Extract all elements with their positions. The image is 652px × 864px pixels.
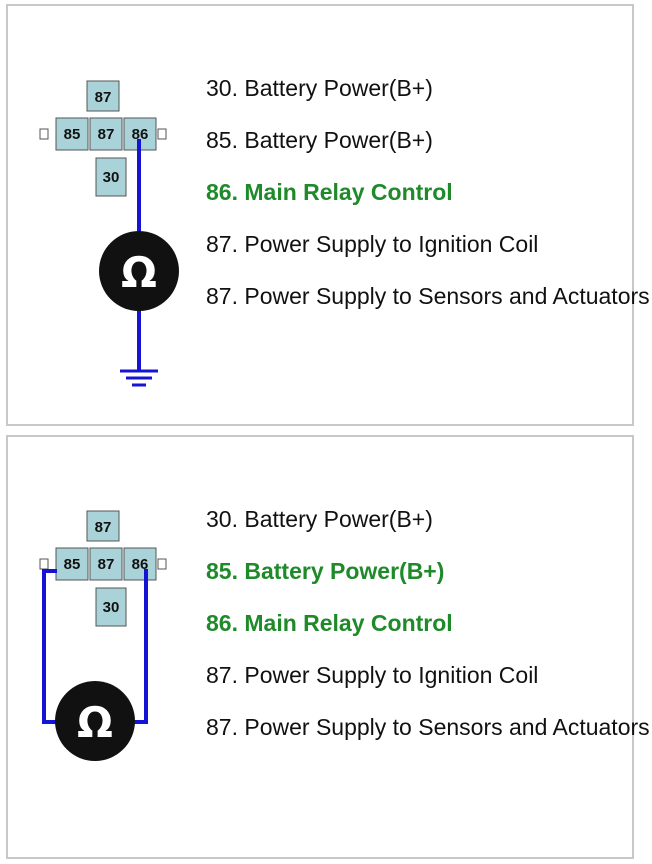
label-85: 85	[64, 556, 81, 573]
pin-item: 30. Battery Power(B+)	[206, 75, 433, 101]
label-86: 86	[132, 126, 149, 143]
pin-item: 85. Battery Power(B+)	[206, 127, 433, 153]
wire-right	[134, 569, 148, 724]
label-87-top: 87	[95, 89, 112, 106]
tab-left	[39, 558, 49, 570]
tab-right	[157, 128, 167, 140]
ohm-symbol: Ω	[121, 248, 157, 297]
terminal-87-mid	[89, 117, 123, 151]
relay-connector: 87 85 87 86 30	[39, 80, 167, 197]
pin-item-highlighted: 86. Main Relay Control	[206, 179, 453, 205]
terminal-85	[55, 547, 89, 581]
label-86: 86	[132, 556, 149, 573]
label-30: 30	[103, 599, 120, 616]
pin-item: 30. Battery Power(B+)	[206, 506, 433, 532]
ohmmeter-icon: Ω	[99, 231, 179, 311]
label-87-mid: 87	[98, 126, 115, 143]
pin-item-highlighted: 86. Main Relay Control	[206, 610, 453, 636]
relay-diagram: 87 85 87 86 30 Ω	[39, 80, 179, 387]
panel-coil-test: 87 85 87 86 30 Ω 30. Battery Power(B+) 8…	[6, 435, 650, 859]
tab-left	[39, 128, 49, 140]
terminal-87-mid	[89, 547, 123, 581]
pin-item: 87. Power Supply to Ignition Coil	[206, 662, 539, 688]
pin-item: 87. Power Supply to Ignition Coil	[206, 231, 539, 257]
label-87-top: 87	[95, 519, 112, 536]
tab-right	[157, 558, 167, 570]
ohmmeter-icon: Ω	[55, 681, 135, 761]
relay-connector: 87 85 87 86 30	[39, 510, 167, 627]
pin-item: 87. Power Supply to Sensors and Actuator…	[206, 283, 650, 309]
pin-list: 30. Battery Power(B+) 85. Battery Power(…	[206, 503, 652, 763]
label-85: 85	[64, 126, 81, 143]
pin-item-highlighted: 85. Battery Power(B+)	[206, 558, 445, 584]
terminal-30	[95, 587, 127, 627]
pin-list: 30. Battery Power(B+) 85. Battery Power(…	[206, 72, 652, 332]
panel-ground-test: 87 85 87 86 30 Ω 30. Battery Power(B+) 8…	[6, 4, 650, 426]
terminal-87-top	[86, 510, 120, 542]
ground-icon	[120, 369, 158, 387]
terminal-86	[123, 547, 157, 581]
terminal-87-top	[86, 80, 120, 112]
label-30: 30	[103, 169, 120, 186]
relay-diagram: 87 85 87 86 30 Ω	[39, 510, 167, 761]
pin-item: 87. Power Supply to Sensors and Actuator…	[206, 714, 650, 740]
label-87-mid: 87	[98, 556, 115, 573]
terminal-85	[55, 117, 89, 151]
wire-loop	[42, 569, 148, 724]
terminal-30	[95, 157, 127, 197]
ohm-symbol: Ω	[77, 698, 113, 747]
wire-left	[42, 569, 57, 724]
